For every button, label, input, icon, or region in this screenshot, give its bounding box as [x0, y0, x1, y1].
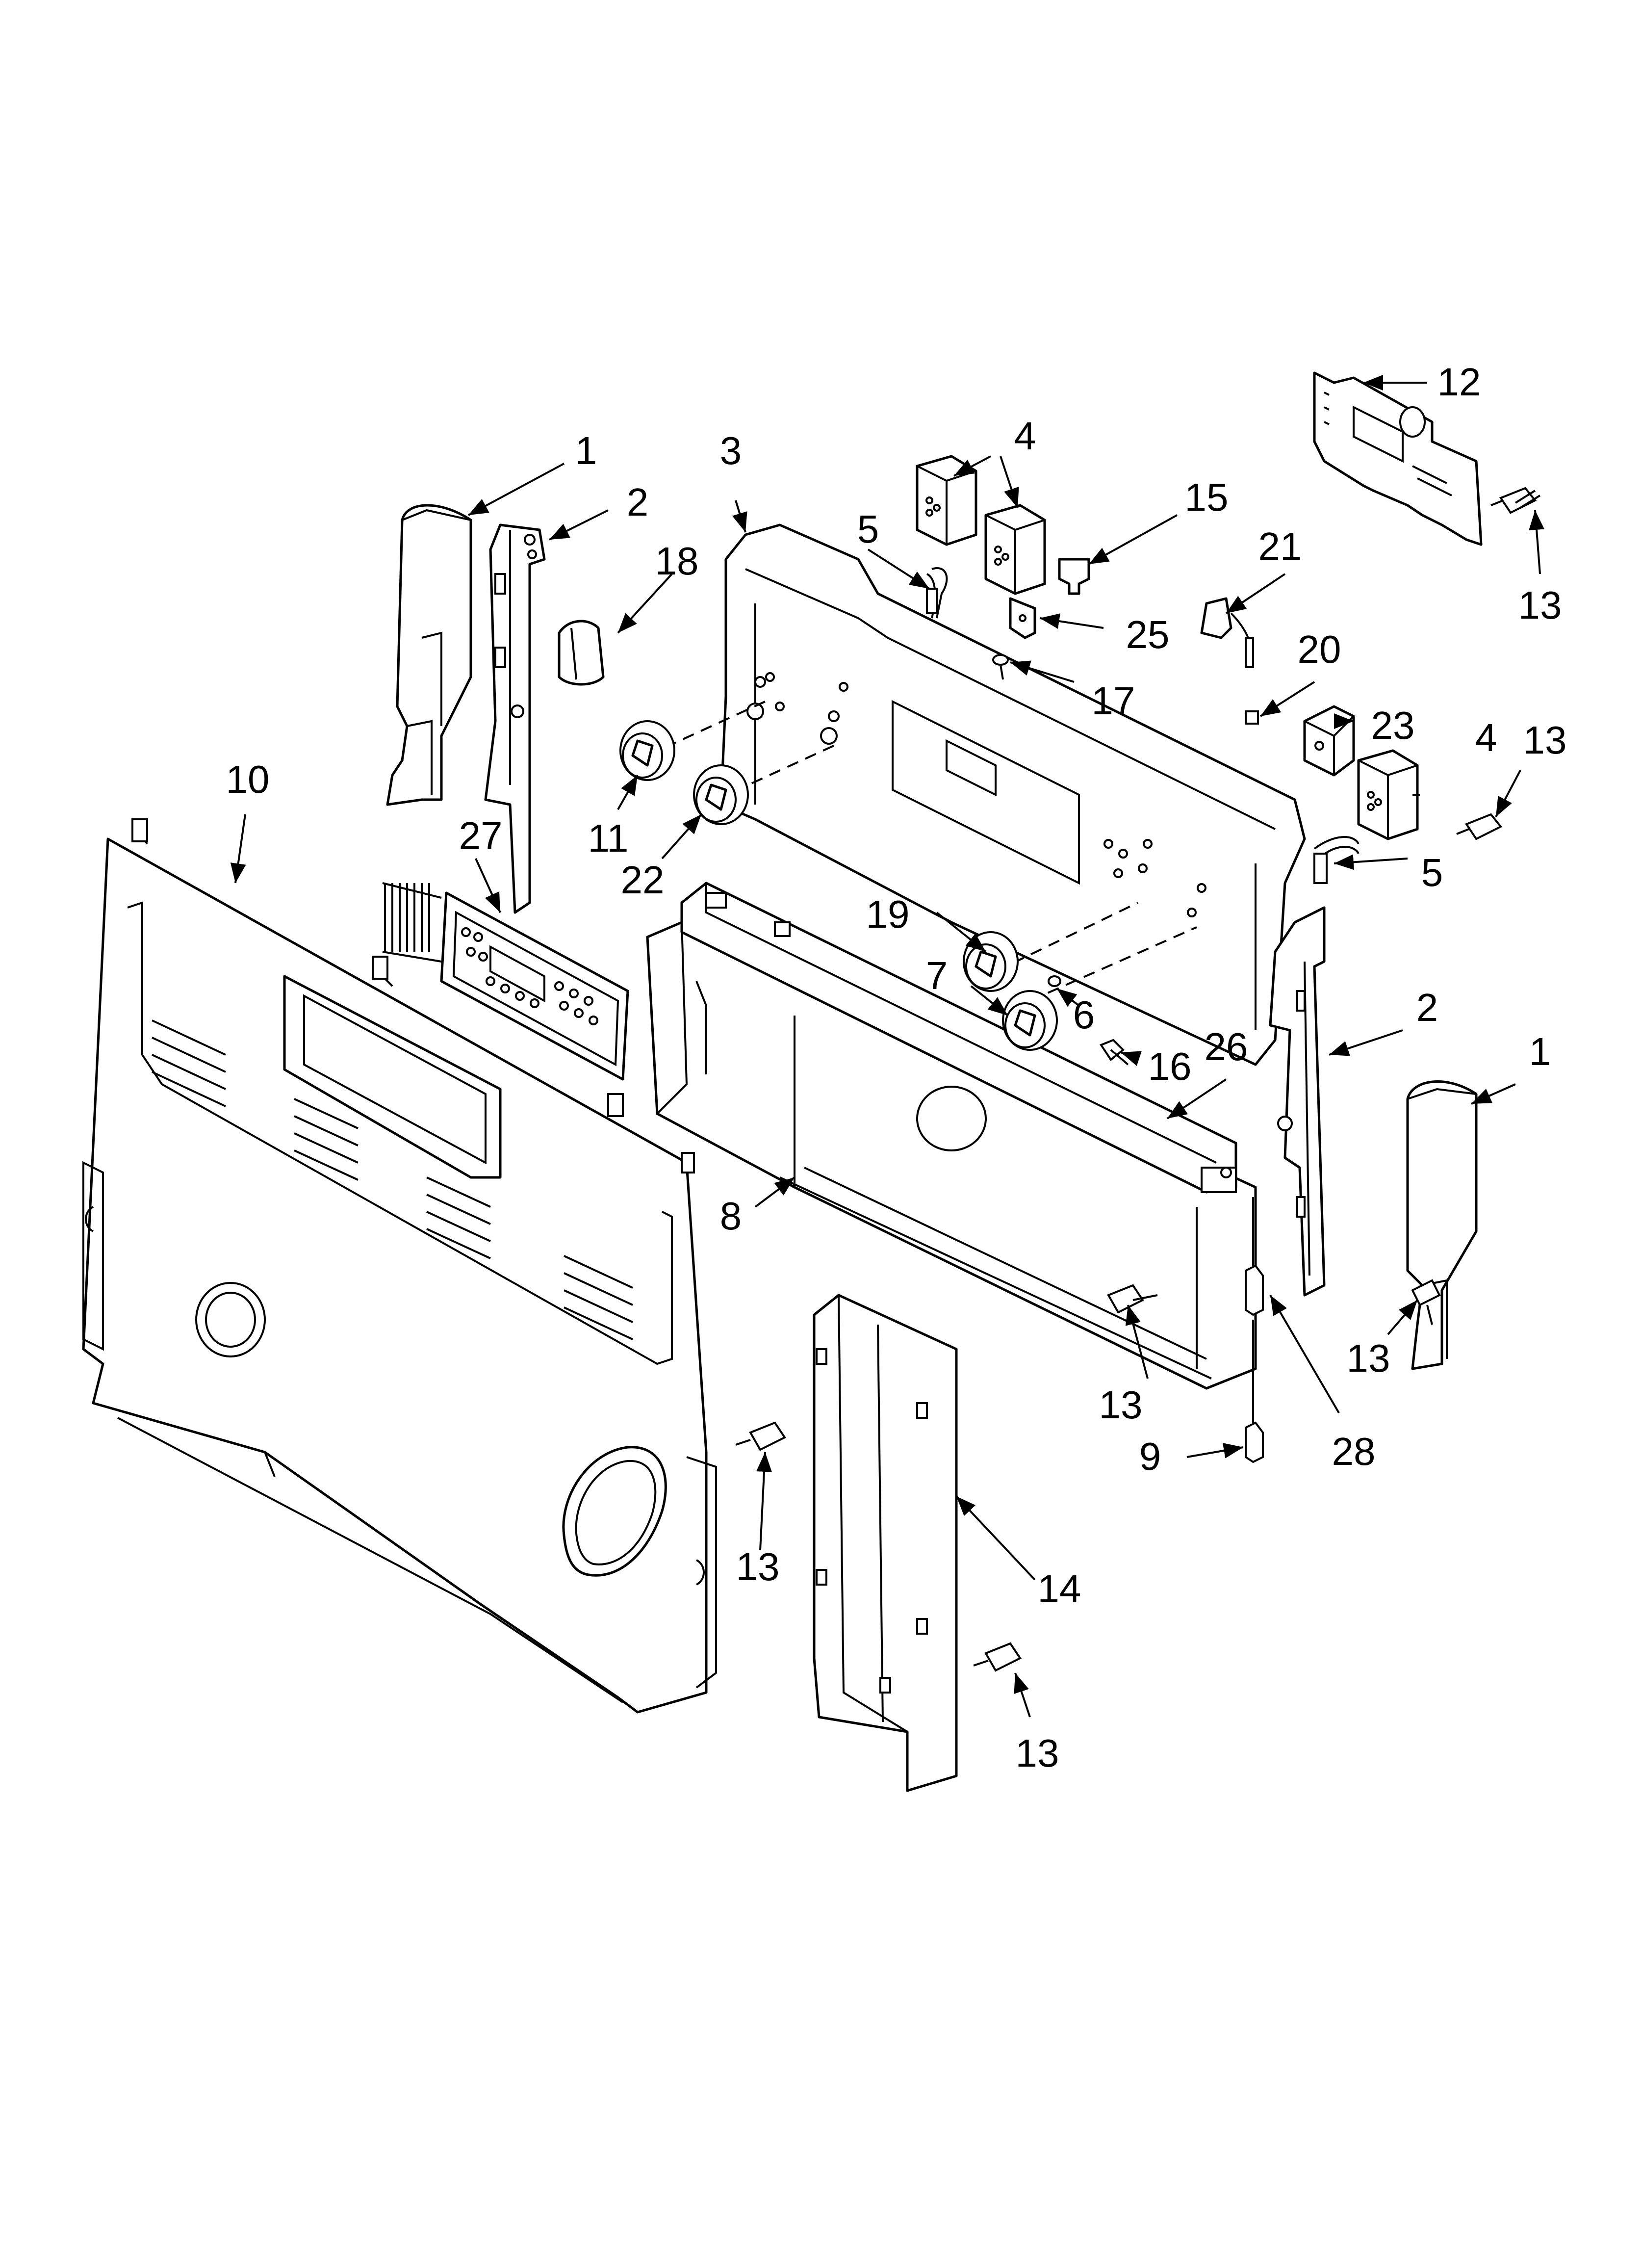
- part-side-bracket-right: [1269, 906, 1326, 1297]
- part-screw: [1490, 487, 1541, 514]
- callout-21: 21: [1258, 524, 1302, 568]
- callout-13: 13: [1099, 1383, 1143, 1427]
- part-clip: [558, 620, 605, 686]
- callout-13: 13: [1016, 1731, 1059, 1775]
- callout-labels: 1 1 2 2 3 4 4 5 5 6 7 8 9 10 11 12 13 13…: [226, 360, 1567, 1775]
- part-screw: [1107, 1284, 1158, 1314]
- part-switch-block: [984, 504, 1046, 595]
- callout-14: 14: [1038, 1567, 1081, 1611]
- part-touch-control-overlay: [382, 882, 629, 1081]
- callout-17: 17: [1092, 679, 1135, 723]
- part-small-screw: [992, 654, 1009, 680]
- callout-18: 18: [655, 539, 699, 583]
- part-switch-block: [1357, 749, 1419, 840]
- part-screw-28: [1245, 1264, 1264, 1316]
- part-knob: [963, 931, 1019, 992]
- part-relay: [1303, 705, 1355, 777]
- callout-12: 12: [1437, 360, 1481, 404]
- callout-28: 28: [1332, 1430, 1376, 1473]
- callout-5: 5: [1421, 851, 1443, 894]
- callout-26: 26: [1205, 1025, 1248, 1069]
- part-switch: [1058, 558, 1090, 595]
- callout-1: 1: [1529, 1030, 1551, 1073]
- part-pin: [1048, 975, 1061, 987]
- callout-20: 20: [1298, 627, 1341, 671]
- callout-5: 5: [857, 507, 879, 551]
- part-control-board: [1313, 371, 1483, 546]
- part-side-trim-right: [1406, 1080, 1478, 1370]
- callout-9: 9: [1139, 1434, 1161, 1478]
- part-screw: [735, 1421, 786, 1451]
- callout-13: 13: [1518, 583, 1562, 627]
- callout-13: 13: [736, 1545, 780, 1589]
- part-small-bracket: [1009, 597, 1036, 639]
- callout-1: 1: [575, 429, 597, 472]
- leader-arrows: [230, 375, 1545, 1718]
- callout-7: 7: [926, 954, 948, 997]
- part-sensor: [1200, 597, 1254, 668]
- part-knob: [619, 720, 675, 781]
- callout-27: 27: [459, 814, 503, 858]
- callout-2: 2: [627, 480, 649, 524]
- callout-4: 4: [1475, 716, 1497, 759]
- part-screw-16: [1099, 1039, 1129, 1066]
- callout-11: 11: [588, 816, 628, 860]
- callout-13: 13: [1523, 718, 1567, 762]
- callout-4: 4: [1014, 414, 1036, 458]
- part-top-trim: [680, 882, 1237, 1194]
- callout-15: 15: [1185, 475, 1229, 519]
- callout-6: 6: [1073, 993, 1095, 1037]
- part-side-trim-left: [386, 504, 472, 806]
- part-small-clip: [1245, 710, 1259, 725]
- part-screw: [1456, 813, 1503, 840]
- callout-19: 19: [866, 892, 910, 936]
- callout-13: 13: [1347, 1336, 1390, 1380]
- part-screw-9: [1245, 1421, 1264, 1463]
- callout-22: 22: [621, 858, 665, 902]
- callout-8: 8: [720, 1194, 742, 1238]
- alignment-line: [995, 902, 1138, 972]
- part-rear-panel: [82, 818, 717, 1714]
- callout-16: 16: [1148, 1044, 1192, 1088]
- callout-25: 25: [1126, 613, 1170, 656]
- callout-10: 10: [226, 757, 270, 801]
- part-screw: [973, 1642, 1022, 1672]
- callout-3: 3: [720, 429, 742, 472]
- part-channel-bracket: [813, 1294, 958, 1792]
- part-side-bracket-left: [484, 523, 546, 914]
- part-switch-block: [916, 455, 977, 546]
- part-wire-harness: [926, 567, 948, 619]
- part-knob: [693, 764, 749, 825]
- part-wire-harness: [1313, 836, 1360, 884]
- callout-2: 2: [1416, 986, 1438, 1029]
- part-knob: [1002, 990, 1058, 1051]
- callout-23: 23: [1371, 704, 1415, 747]
